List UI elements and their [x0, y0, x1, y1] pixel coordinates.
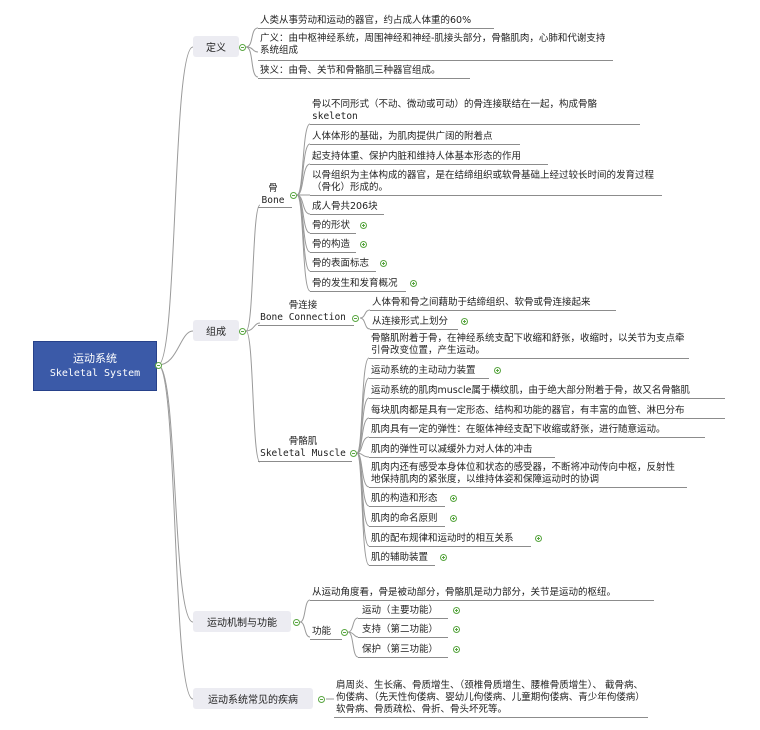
mechanism-collapse-icon[interactable]: [293, 619, 300, 626]
branch-composition-label: 组成: [206, 327, 226, 338]
root-node[interactable]: 运动系统 Skeletal System: [33, 341, 157, 391]
branch-diseases[interactable]: 运动系统常见的疾病: [193, 688, 313, 709]
bone-development-expand-icon[interactable]: [410, 280, 417, 287]
connection-item: 人体骨和骨之间藉助于结缔组织、软骨或骨连接起来: [372, 297, 591, 308]
definition-collapse-icon[interactable]: [239, 44, 246, 51]
muscle-item: 肌肉的命名原则: [371, 513, 438, 524]
muscle-item: 肌肉的弹性可以减缓外力对人体的冲击: [371, 444, 533, 455]
function-label[interactable]: 功能: [312, 626, 332, 637]
muscle-item: 运动系统的主动动力装置: [371, 365, 476, 376]
function-protection-expand-icon[interactable]: [453, 646, 460, 653]
connection-form-expand-icon[interactable]: [461, 318, 468, 325]
bone-item-skeleton: skeleton: [312, 111, 358, 122]
function-item: 支持（第二功能）: [362, 624, 439, 635]
branch-composition[interactable]: 组成: [193, 320, 239, 341]
link-root-diseases: [157, 364, 194, 700]
bone-collapse-icon[interactable]: [290, 192, 297, 199]
branch-mechanism-label: 运动机制与功能: [207, 618, 277, 629]
bone-shape-expand-icon[interactable]: [360, 222, 367, 229]
muscle-item: 肌肉内还有感受本身体位和状态的感受器，不断将冲动传向中枢，反射性地保持肌肉的紧张…: [371, 462, 676, 485]
definition-item: 狭义：由骨、关节和骨骼肌三种器官组成。: [260, 65, 441, 76]
link-root-composition: [157, 330, 194, 366]
link-root-mechanism: [157, 364, 194, 623]
muscle-naming-expand-icon[interactable]: [450, 515, 457, 522]
link-root-definition: [157, 46, 194, 366]
function-support-expand-icon[interactable]: [453, 626, 460, 633]
root-collapse-icon[interactable]: [155, 362, 162, 369]
muscle-item: 肌的配布规律和运动时的相互关系: [371, 533, 514, 544]
bone-item: 起支持体重、保护内脏和维持人体基本形态的作用: [312, 151, 522, 162]
muscle-item: 骨骼肌附着于骨，在神经系统支配下收缩和舒张，收缩时，以关节为支点牵引骨改变位置，…: [371, 333, 685, 356]
bone-item: 骨的发生和发育概况: [312, 278, 398, 289]
function-collapse-icon[interactable]: [341, 629, 348, 636]
bone-item: 以骨组织为主体构成的器官，是在结缔组织或软骨基础上经过较长时间的发育过程（骨化）…: [312, 170, 655, 193]
bone-item: 人体体形的基础，为肌肉提供广阔的附着点: [312, 131, 493, 142]
muscle-item: 肌的辅助装置: [371, 552, 429, 563]
function-motion-expand-icon[interactable]: [453, 607, 460, 614]
muscle-structure-expand-icon[interactable]: [450, 495, 457, 502]
muscle-collapse-icon[interactable]: [350, 450, 357, 457]
branch-definition[interactable]: 定义: [193, 36, 239, 57]
bone-structure-expand-icon[interactable]: [360, 241, 367, 248]
mechanism-summary: 从运动角度看，骨是被动部分，骨骼肌是动力部分，关节是运动的枢纽。: [312, 587, 617, 598]
branch-mechanism[interactable]: 运动机制与功能: [193, 611, 291, 632]
connection-label-en: Bone Connection: [260, 312, 346, 323]
muscle-auxiliary-expand-icon[interactable]: [440, 554, 447, 561]
bone-item: 成人骨共206块: [312, 201, 378, 212]
diseases-text: 肩周炎、生长痛、骨质增生、（颈椎骨质增生、腰椎骨质增生）、 截骨病、佝偻病、（先…: [336, 680, 645, 715]
bone-label-en: Bone: [261, 195, 285, 206]
muscle-item: 肌肉具有一定的弹性：在躯体神经支配下收缩或舒张，进行随意运动。: [371, 424, 666, 435]
definition-item: 人类从事劳动和运动的器官，约占成人体重的60%: [260, 15, 472, 26]
connection-label: 骨连接: [288, 300, 318, 311]
connection-collapse-icon[interactable]: [352, 315, 359, 322]
muscle-distribution-expand-icon[interactable]: [535, 535, 542, 542]
connection-node[interactable]: 骨连接 Bone Connection: [258, 300, 348, 324]
branch-definition-label: 定义: [206, 43, 226, 54]
bone-item: 骨的形状: [312, 220, 351, 231]
muscle-item: 每块肌肉都是具有一定形态、结构和功能的器官，有丰富的血管、淋巴分布: [371, 405, 685, 416]
function-item: 保护（第三功能）: [362, 644, 439, 655]
bone-item: 骨的构造: [312, 239, 351, 250]
diseases-collapse-icon[interactable]: [318, 696, 325, 703]
bone-item: 骨的表面标志: [312, 258, 370, 269]
bone-surface-expand-icon[interactable]: [380, 260, 387, 267]
bone-node[interactable]: 骨 Bone: [258, 183, 288, 207]
connection-item: 从连接形式上划分: [372, 316, 449, 327]
muscle-item: 肌的构造和形态: [371, 493, 438, 504]
muscle-power-expand-icon[interactable]: [494, 367, 501, 374]
muscle-item: 运动系统的肌肉muscle属于横纹肌，由于绝大部分附着于骨，故又名骨骼肌: [371, 385, 690, 396]
bone-label: 骨: [268, 183, 278, 194]
muscle-label: 骨骼肌: [288, 436, 318, 447]
branch-diseases-label: 运动系统常见的疾病: [208, 695, 298, 706]
composition-collapse-icon[interactable]: [239, 328, 246, 335]
function-item: 运动（主要功能）: [362, 605, 439, 616]
bone-item: 骨以不同形式（不动、微动或可动）的骨连接联结在一起，构成骨骼: [312, 99, 598, 110]
root-title: 运动系统: [73, 352, 117, 365]
definition-item: 广义：由中枢神经系统，周围神经和神经-肌接头部分，骨骼肌肉，心肺和代谢支持系统组…: [260, 33, 606, 56]
muscle-label-en: Skeletal Muscle: [260, 448, 346, 459]
muscle-node[interactable]: 骨骼肌 Skeletal Muscle: [258, 436, 348, 460]
root-subtitle: Skeletal System: [49, 368, 141, 379]
